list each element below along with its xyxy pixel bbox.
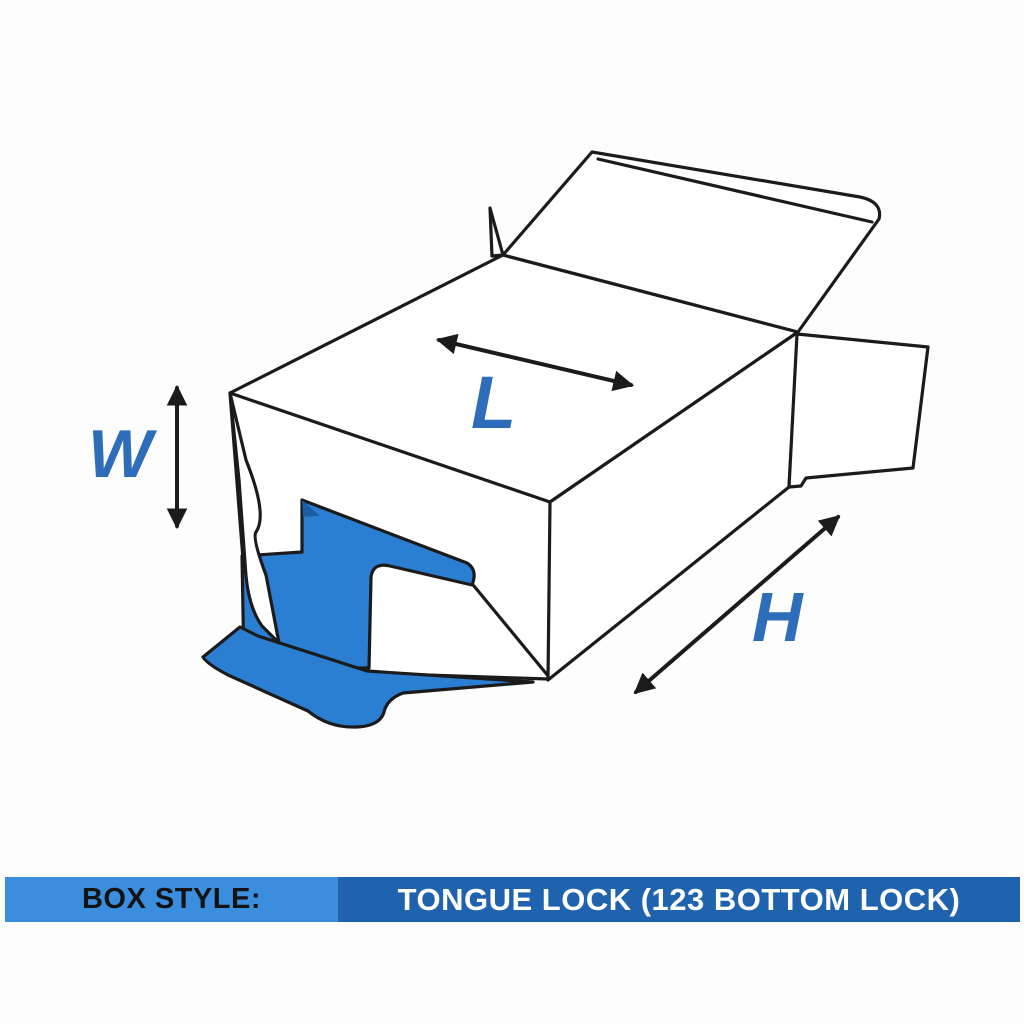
box-style-value: TONGUE LOCK (123 BOTTOM LOCK) bbox=[338, 877, 1020, 922]
peeled-corner-flap bbox=[228, 391, 281, 645]
lid-flap bbox=[501, 150, 882, 334]
tongue-lock-cutout bbox=[240, 498, 476, 670]
bottom-lock-flap bbox=[201, 625, 535, 729]
height-label: H bbox=[752, 578, 803, 656]
side-flap bbox=[787, 332, 930, 489]
length-label: L bbox=[471, 361, 517, 444]
height-arrow bbox=[633, 514, 841, 695]
width-label: W bbox=[88, 416, 153, 492]
length-arrow bbox=[435, 333, 635, 392]
box-style-banner: BOX STYLE: TONGUE LOCK (123 BOTTOM LOCK) bbox=[5, 877, 1020, 922]
dust-flap-spike bbox=[488, 206, 505, 258]
tongue-crease-line bbox=[472, 584, 551, 679]
box-style-label: BOX STYLE: bbox=[5, 877, 338, 922]
fold-shading bbox=[302, 500, 320, 517]
tuck-flap-crease bbox=[596, 157, 874, 224]
